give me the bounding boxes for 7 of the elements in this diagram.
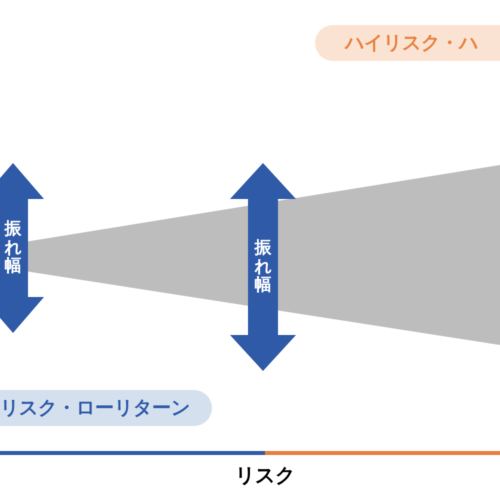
fluctuation-label: 振れ幅	[4, 220, 22, 276]
category-label: ハイリスク・ハ	[345, 31, 478, 56]
category-label: リスク・ローリターン	[0, 396, 190, 421]
fluctuation-label: 振れ幅	[254, 238, 272, 296]
low-risk-pill	[0, 390, 212, 426]
axis-label: リスク	[234, 462, 296, 489]
high-risk-pill	[315, 25, 500, 61]
